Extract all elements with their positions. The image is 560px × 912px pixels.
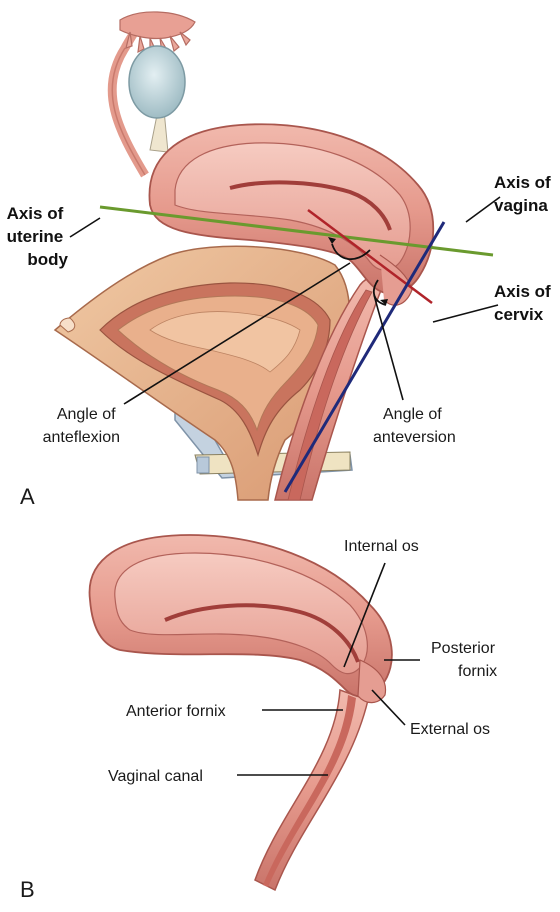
internal-os-label: Internal os [344,538,419,555]
panel-a-letter: A [20,484,35,509]
axis-cervix-label: Axis of cervix [494,282,555,324]
cervix-axis-line [307,209,433,304]
anteflexion-arc [331,243,371,260]
panel-b-illustration [88,534,393,892]
angle-anteversion-label: Angle of anteversion [373,406,456,446]
external-os-leader [371,689,406,726]
cervix-axis-leader [432,304,499,323]
uterine-body-axis-leader [69,217,101,238]
axis-uterine-body-label: Axis of uterine body [7,204,69,269]
angle-anteflexion-label: Angle of anteflexion [43,406,120,446]
vagina-axis-leader [465,196,501,223]
external-os-label: External os [410,721,490,738]
anteversion-leader [373,294,404,401]
panel-b-letter: B [20,877,35,902]
axis-vagina-label: Axis of vagina [494,173,555,215]
anteflexion-leader [123,262,351,405]
vaginal-canal-label: Vaginal canal [108,768,203,785]
uterine-body-axis-line [99,205,494,257]
panel-a-illustration [53,11,494,501]
vagina-axis-line [283,221,446,493]
posterior-fornix-label: Posterior fornix [431,640,499,680]
anterior-fornix-label: Anterior fornix [126,703,226,720]
ovary-and-tube [107,11,196,178]
internal-os-leader [343,562,386,668]
